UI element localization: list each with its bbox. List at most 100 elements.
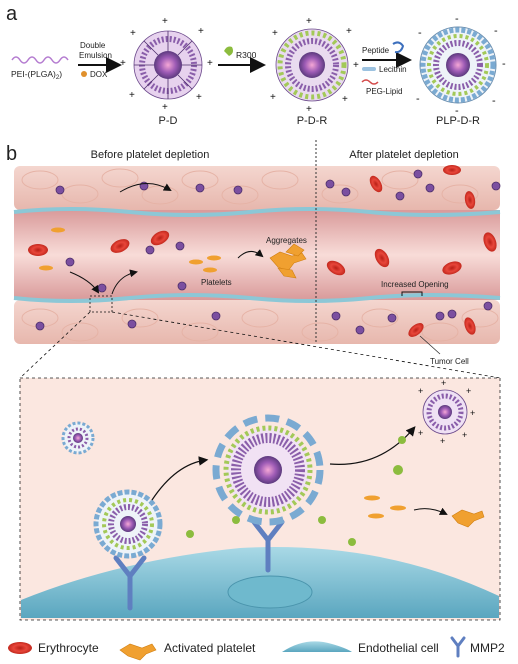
mmp2-receptors — [113, 519, 285, 611]
pdr-nanoparticle — [275, 28, 349, 102]
zoom-plpdr-bound — [93, 489, 163, 559]
panel-a-label: a — [6, 3, 18, 25]
zoom-arrow-release — [329, 426, 416, 465]
polymer-label: PEI-(PLGA)2) — [11, 69, 62, 81]
blood-vessel — [13, 166, 501, 344]
legend-label-activated-platelet: Activated platelet — [164, 641, 256, 655]
aggregation-arrow — [237, 249, 264, 259]
svg-text:+: + — [272, 28, 278, 39]
svg-text:-: - — [455, 105, 459, 117]
opening-bracket — [401, 291, 423, 296]
svg-text:+: + — [470, 408, 475, 418]
svg-text:+: + — [207, 58, 213, 69]
aggregates-label: Aggregates — [266, 236, 307, 245]
svg-text:+: + — [440, 436, 445, 446]
svg-text:-: - — [502, 58, 506, 70]
platelets-label: Platelets — [201, 278, 232, 287]
legend-item-activated-platelet: Activated platelet — [119, 641, 256, 661]
release-arrow — [111, 269, 138, 295]
adhesion-arrow — [69, 271, 100, 294]
legend-label-endothelial-cell: Endothelial cell — [358, 641, 439, 655]
nanoparticles-in-vessel — [35, 169, 501, 335]
svg-text:+: + — [346, 26, 352, 37]
polymer-chain — [11, 56, 69, 64]
svg-text:-: - — [416, 93, 420, 105]
tumor-cell-label: Tumor Cell — [430, 357, 469, 366]
peg-lipid-icon — [361, 79, 379, 85]
plpdr-nanoparticle — [419, 26, 497, 104]
svg-text:+: + — [120, 58, 126, 69]
zoom-region — [89, 295, 113, 313]
svg-text:+: + — [198, 26, 204, 37]
after-label: After platelet depletion — [349, 149, 458, 161]
zoom-platelets — [364, 495, 406, 519]
svg-text:+: + — [418, 428, 423, 438]
before-label: Before platelet depletion — [91, 149, 210, 161]
svg-text:+: + — [353, 60, 359, 71]
svg-text:+: + — [466, 386, 471, 396]
plpdr-label: PLP-D-R — [436, 115, 480, 127]
platelets-in-vessel — [39, 227, 221, 273]
peg-lipid-label: PEG-Lipid — [366, 87, 402, 96]
svg-text:-: - — [418, 27, 422, 39]
zoom-arrow-bind — [151, 456, 209, 501]
peptide-label: Peptide — [362, 46, 390, 55]
r300-icon — [224, 46, 233, 56]
dox-icon — [81, 71, 87, 77]
platelet-aggregates — [269, 243, 307, 279]
activated-platelet-icon — [119, 643, 157, 661]
tumor-pointer — [419, 335, 441, 355]
svg-text:+: + — [162, 16, 168, 27]
endothelial-cell-icon — [282, 641, 352, 652]
svg-text:-: - — [492, 95, 496, 107]
pdr-label: P-D-R — [297, 115, 328, 127]
svg-text:+: + — [462, 430, 467, 440]
svg-text:-: - — [494, 25, 498, 37]
plpdr-charges: - - - - - - - — [416, 13, 506, 117]
svg-text:+: + — [129, 90, 135, 101]
zoom-plpdr-small — [61, 421, 95, 455]
step1-mid-label: Emulsion — [79, 51, 112, 60]
zoom-activated-platelets — [451, 509, 485, 528]
lecithin-label: Lecithin — [379, 65, 407, 74]
erythrocyte-icon — [8, 642, 32, 654]
svg-text:+: + — [418, 386, 423, 396]
zoom-pd-charges: + + + + + + + — [418, 378, 475, 446]
legend-item-erythrocyte: Erythrocyte — [8, 641, 99, 655]
mmp2-icon — [450, 636, 466, 658]
pd-charges: + + + + + + + + — [120, 16, 213, 113]
r300-label: R300 — [236, 50, 257, 60]
svg-text:+: + — [270, 92, 276, 103]
legend-label-erythrocyte: Erythrocyte — [38, 641, 99, 655]
panel-b-label: b — [6, 143, 17, 165]
svg-text:+: + — [130, 28, 136, 39]
zoom-pd-released — [422, 389, 468, 435]
svg-text:+: + — [306, 104, 312, 115]
endothelial-nucleus — [227, 575, 313, 609]
erythrocytes-in-vessel — [28, 165, 497, 337]
svg-text:+: + — [441, 378, 446, 388]
dox-label: DOX — [90, 70, 108, 79]
extravasation-arrow — [119, 183, 172, 193]
legend: Erythrocyte Activated platelet Endotheli… — [8, 636, 505, 661]
step1-top-label: Double — [80, 41, 106, 50]
zoom-connector-left — [19, 311, 91, 379]
r300-fragments — [186, 436, 406, 546]
svg-text:+: + — [342, 94, 348, 105]
svg-text:+: + — [162, 102, 168, 113]
svg-text:+: + — [306, 16, 312, 27]
lecithin-icon — [362, 67, 376, 71]
zoom-arrow-activate — [413, 507, 448, 515]
zoom-plpdr-shedding — [212, 414, 324, 526]
pd-nanoparticle — [133, 30, 203, 100]
legend-item-mmp2: MMP2 — [450, 636, 505, 658]
opening-label: Increased Opening — [381, 280, 449, 289]
pd-label: P-D — [159, 115, 178, 127]
peptide-icon — [392, 41, 405, 54]
legend-item-endothelial-cell: Endothelial cell — [282, 641, 439, 655]
svg-text:-: - — [455, 13, 459, 25]
pdr-charges: + + + + + + + — [270, 16, 359, 115]
svg-text:+: + — [196, 92, 202, 103]
legend-label-mmp2: MMP2 — [470, 641, 505, 655]
